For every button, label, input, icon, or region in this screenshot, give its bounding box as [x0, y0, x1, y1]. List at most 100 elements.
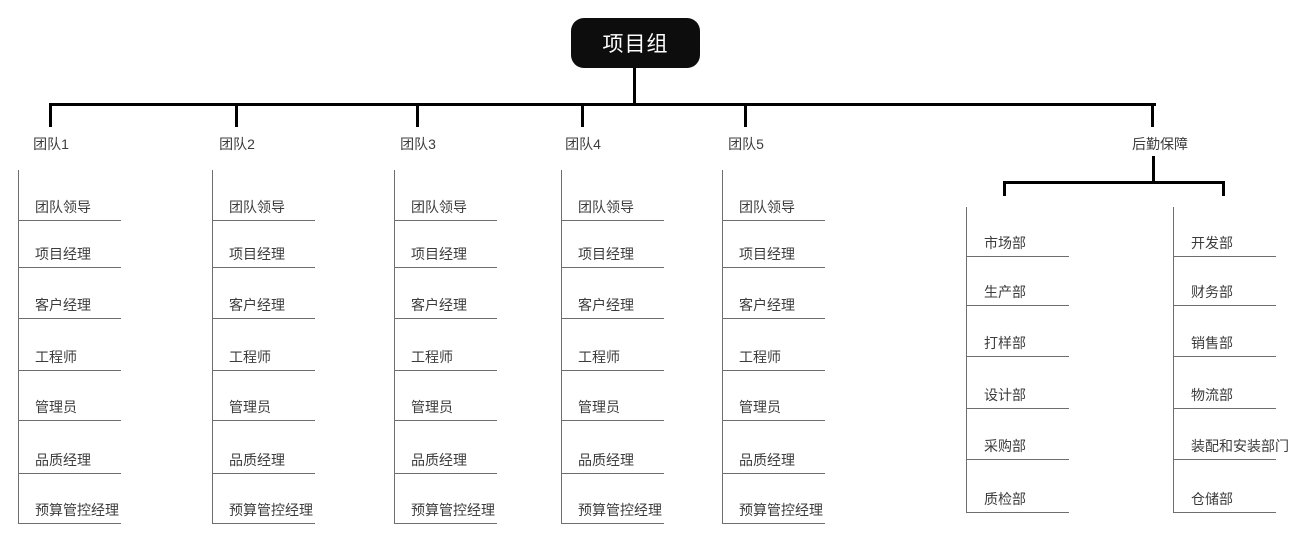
role-item: 客户经理 — [739, 297, 795, 313]
role-item: 管理员 — [411, 399, 453, 415]
department-underline — [1173, 256, 1276, 257]
role-underline — [212, 220, 315, 221]
role-item: 团队领导 — [739, 199, 795, 215]
role-underline — [722, 473, 825, 474]
department-item: 质检部 — [984, 491, 1026, 507]
role-underline — [18, 267, 121, 268]
role-item: 预算管控经理 — [229, 502, 313, 518]
department-underline — [1173, 305, 1276, 306]
role-item: 品质经理 — [578, 452, 634, 468]
role-underline — [394, 473, 497, 474]
logistics-stem-line — [1152, 156, 1155, 184]
department-item: 物流部 — [1191, 387, 1233, 403]
role-item: 工程师 — [739, 349, 781, 365]
role-underline — [394, 523, 497, 524]
logistics-group-stub-line — [1221, 181, 1225, 196]
department-item: 销售部 — [1191, 335, 1233, 351]
department-item: 装配和安装部门 — [1191, 438, 1289, 454]
team-list-spine — [212, 170, 213, 523]
department-underline — [966, 305, 1069, 306]
role-item: 项目经理 — [229, 246, 285, 262]
team-list-spine — [394, 170, 395, 523]
role-underline — [561, 267, 664, 268]
logistics-list-spine — [1173, 207, 1174, 512]
role-item: 项目经理 — [35, 246, 91, 262]
logistics-group-stub-line — [1002, 181, 1006, 196]
role-item: 团队领导 — [229, 199, 285, 215]
role-item: 品质经理 — [411, 452, 467, 468]
department-item: 生产部 — [984, 284, 1026, 300]
department-underline — [966, 408, 1069, 409]
team-3-label: 团队3 — [400, 136, 436, 152]
role-item: 品质经理 — [35, 452, 91, 468]
role-item: 团队领导 — [411, 199, 467, 215]
logistics-stub-line — [1151, 103, 1154, 127]
role-underline — [212, 523, 315, 524]
role-underline — [394, 420, 497, 421]
role-item: 工程师 — [35, 349, 77, 365]
department-underline — [966, 356, 1069, 357]
role-item: 客户经理 — [35, 297, 91, 313]
role-item: 管理员 — [578, 399, 620, 415]
role-underline — [722, 267, 825, 268]
department-underline — [966, 256, 1069, 257]
role-underline — [212, 473, 315, 474]
role-item: 管理员 — [229, 399, 271, 415]
role-item: 客户经理 — [578, 297, 634, 313]
project-group-node: 项目组 — [571, 18, 700, 68]
team-list-spine — [561, 170, 562, 523]
team-4-label: 团队4 — [565, 136, 601, 152]
role-item: 客户经理 — [411, 297, 467, 313]
role-underline — [722, 370, 825, 371]
role-item: 品质经理 — [739, 452, 795, 468]
department-underline — [1173, 459, 1276, 460]
team-stub-line — [416, 103, 419, 127]
role-underline — [212, 370, 315, 371]
role-underline — [722, 420, 825, 421]
role-item: 项目经理 — [411, 246, 467, 262]
role-item: 预算管控经理 — [35, 502, 119, 518]
department-item: 开发部 — [1191, 235, 1233, 251]
role-item: 客户经理 — [229, 297, 285, 313]
team-list-spine — [18, 170, 19, 523]
department-item: 设计部 — [984, 387, 1026, 403]
department-item: 市场部 — [984, 235, 1026, 251]
role-underline — [18, 370, 121, 371]
team-list-spine — [722, 170, 723, 523]
team-stub-line — [581, 103, 584, 127]
department-underline — [966, 459, 1069, 460]
role-item: 工程师 — [578, 349, 620, 365]
department-underline — [1173, 356, 1276, 357]
role-item: 团队领导 — [35, 199, 91, 215]
role-item: 品质经理 — [229, 452, 285, 468]
role-underline — [561, 420, 664, 421]
role-underline — [394, 370, 497, 371]
logistics-list-spine — [966, 207, 967, 512]
role-underline — [561, 370, 664, 371]
role-item: 管理员 — [739, 399, 781, 415]
role-item: 预算管控经理 — [411, 502, 495, 518]
role-item: 预算管控经理 — [578, 502, 662, 518]
role-underline — [18, 220, 121, 221]
role-underline — [561, 523, 664, 524]
role-underline — [561, 473, 664, 474]
role-item: 工程师 — [229, 349, 271, 365]
role-underline — [561, 220, 664, 221]
team-2-label: 团队2 — [219, 136, 255, 152]
role-item: 项目经理 — [739, 246, 795, 262]
role-item: 管理员 — [35, 399, 77, 415]
department-item: 采购部 — [984, 438, 1026, 454]
role-underline — [394, 267, 497, 268]
role-underline — [18, 473, 121, 474]
project-group-label: 项目组 — [602, 33, 669, 56]
department-underline — [1173, 408, 1276, 409]
role-underline — [722, 318, 825, 319]
team-stub-line — [49, 103, 52, 127]
team-5-label: 团队5 — [728, 136, 764, 152]
logistics-horizontal-line — [1003, 181, 1225, 184]
role-underline — [722, 220, 825, 221]
role-underline — [722, 523, 825, 524]
department-item: 仓储部 — [1191, 491, 1233, 507]
role-underline — [394, 318, 497, 319]
